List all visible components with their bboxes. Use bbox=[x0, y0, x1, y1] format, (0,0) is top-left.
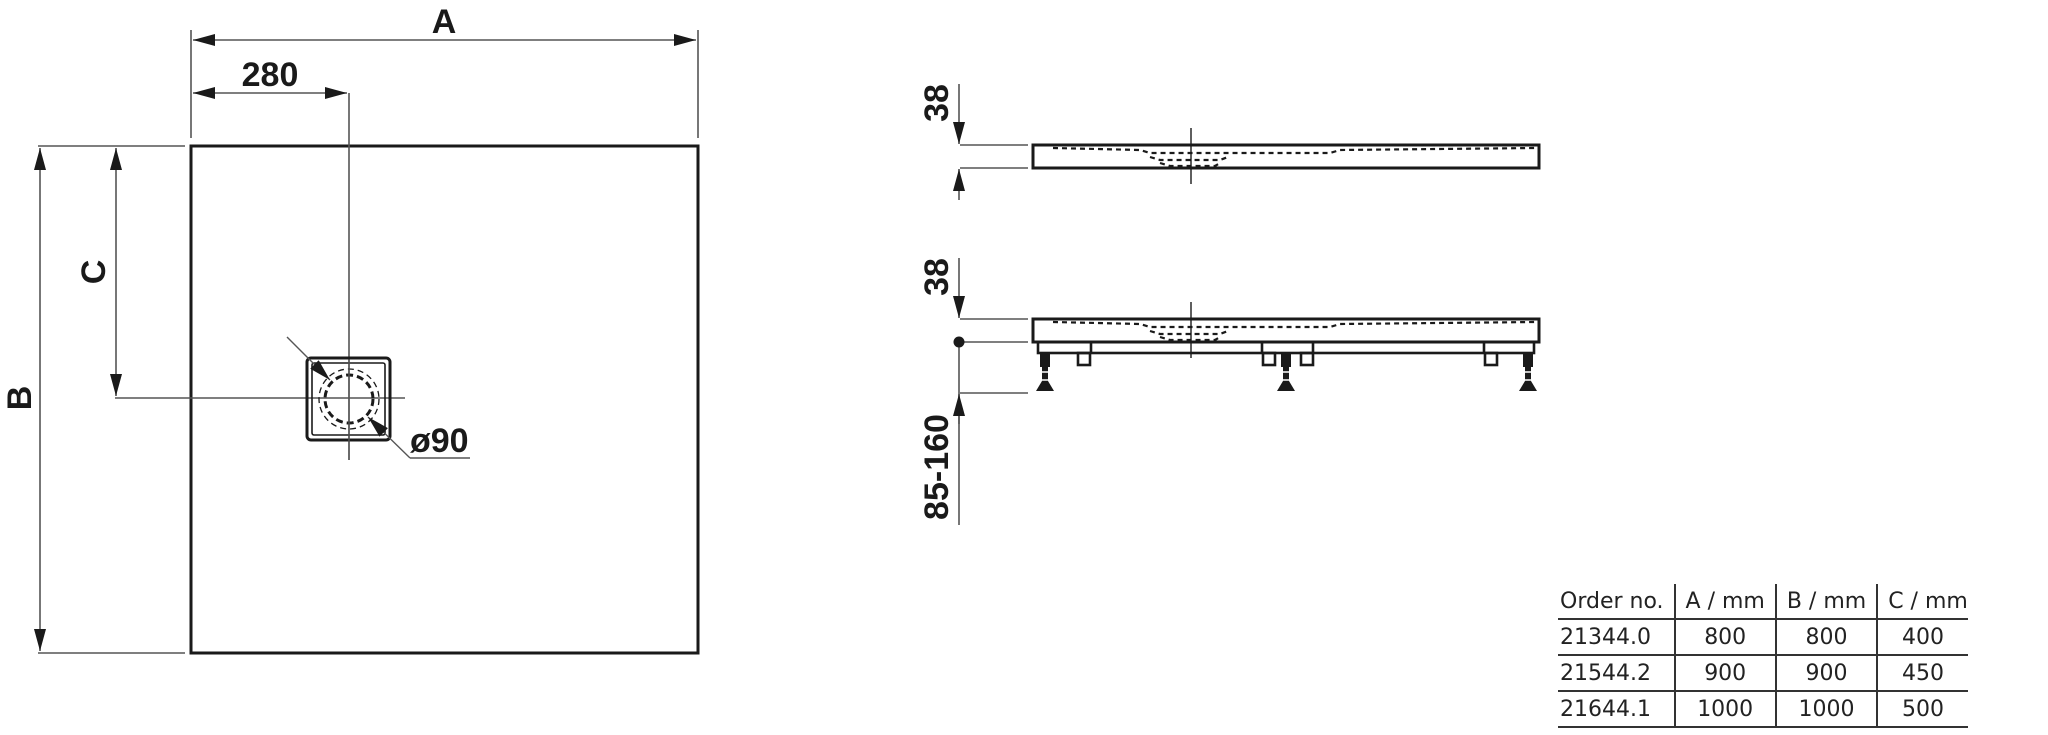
dimension-thickness-top bbox=[953, 84, 1028, 200]
cell-a: 900 bbox=[1673, 655, 1776, 692]
header-b: B / mm bbox=[1774, 584, 1878, 620]
cell-c: 450 bbox=[1876, 655, 1968, 692]
dimension-c-label: C bbox=[75, 260, 113, 285]
cell-c: 500 bbox=[1876, 691, 1968, 728]
plan-view: A 280 B C bbox=[1, 3, 700, 655]
table-row: 21344.0 800 800 400 bbox=[1558, 619, 1968, 656]
dimension-a bbox=[190, 30, 699, 138]
drain-diameter-label: ø90 bbox=[410, 422, 469, 460]
table-header-row: Order no. A / mm B / mm C / mm bbox=[1558, 584, 1968, 620]
cell-a: 800 bbox=[1673, 619, 1776, 656]
section-view-flat: 38 bbox=[918, 84, 1541, 200]
cell-order-no: 21344.0 bbox=[1558, 619, 1675, 656]
header-c: C / mm bbox=[1876, 584, 1968, 620]
cell-b: 900 bbox=[1774, 655, 1878, 692]
cell-b: 800 bbox=[1774, 619, 1878, 656]
thickness-top-label: 38 bbox=[918, 84, 956, 122]
dimension-b bbox=[34, 145, 185, 654]
dimension-c bbox=[110, 148, 405, 399]
cell-order-no: 21644.1 bbox=[1558, 691, 1675, 728]
thickness-raised-label: 38 bbox=[918, 258, 956, 296]
dimension-b-label: B bbox=[1, 386, 39, 411]
drain-icon bbox=[286, 336, 470, 460]
cell-b: 1000 bbox=[1774, 691, 1878, 728]
order-spec-table: Order no. A / mm B / mm C / mm 21344.0 8… bbox=[1558, 584, 1968, 728]
section-view-with-feet: 38 85-160 bbox=[918, 258, 1541, 525]
cell-a: 1000 bbox=[1673, 691, 1776, 728]
dimension-drain-x-label: 280 bbox=[242, 56, 299, 94]
dimension-thickness-raised bbox=[953, 258, 1028, 525]
dimension-a-label: A bbox=[432, 3, 457, 41]
cell-c: 400 bbox=[1876, 619, 1968, 656]
table-row: 21544.2 900 900 450 bbox=[1558, 655, 1968, 692]
leg-height-label: 85-160 bbox=[918, 414, 956, 520]
cell-order-no: 21544.2 bbox=[1558, 655, 1675, 692]
tray-section bbox=[1031, 143, 1541, 170]
header-a: A / mm bbox=[1673, 584, 1776, 620]
table-row: 21644.1 1000 1000 500 bbox=[1558, 691, 1968, 728]
tray-outline bbox=[189, 144, 700, 655]
header-order-no: Order no. bbox=[1558, 584, 1675, 620]
